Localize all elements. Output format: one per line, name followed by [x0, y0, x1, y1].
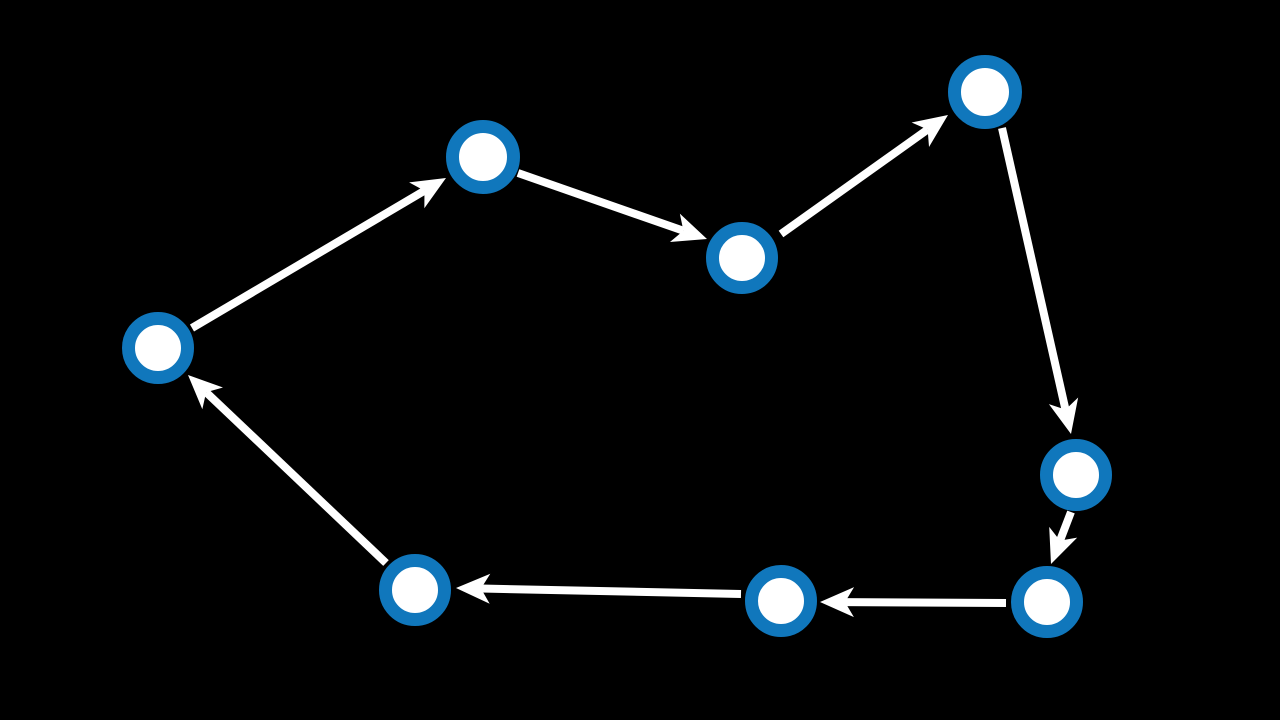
node-circle: [446, 120, 520, 194]
node-circle: [1040, 439, 1112, 511]
edge-arrowhead-icon: [409, 178, 446, 209]
graph-edge-n6-to-n7[interactable]: [820, 587, 1007, 618]
edge-arrowhead-icon: [456, 573, 491, 604]
graph-edge-n3-to-n4[interactable]: [778, 115, 948, 238]
edge-line: [1056, 510, 1075, 543]
graph-edge-n7-to-n8[interactable]: [456, 573, 742, 604]
edge-line: [998, 127, 1070, 411]
graph-edge-n5-to-n6[interactable]: [1049, 510, 1078, 564]
graph-edge-n8-to-n1[interactable]: [188, 375, 389, 566]
edge-arrowhead-icon: [669, 213, 707, 242]
edge-line: [189, 187, 427, 332]
graph-node-n6[interactable]: [1011, 566, 1083, 638]
graph-node-n3[interactable]: [706, 222, 778, 294]
graph-edge-n1-to-n2[interactable]: [189, 178, 446, 332]
node-circle: [745, 565, 817, 637]
graph-node-n8[interactable]: [379, 554, 451, 626]
edge-line: [844, 598, 1007, 607]
edge-arrowhead-icon: [1048, 397, 1079, 434]
node-circle: [379, 554, 451, 626]
graph-edge-n2-to-n3[interactable]: [516, 169, 707, 242]
node-circle: [1011, 566, 1083, 638]
edge-arrowhead-icon: [911, 115, 948, 147]
graph-node-n2[interactable]: [446, 120, 520, 194]
edge-line: [203, 389, 389, 566]
edge-arrowhead-icon: [820, 587, 855, 618]
edge-line: [516, 169, 685, 235]
graph-node-n7[interactable]: [745, 565, 817, 637]
graph-edge-n4-to-n5[interactable]: [998, 127, 1079, 434]
graph-node-n5[interactable]: [1040, 439, 1112, 511]
edge-line: [480, 584, 742, 598]
edge-line: [778, 126, 930, 238]
edge-arrowhead-icon: [188, 375, 223, 410]
edge-arrowhead-icon: [1049, 526, 1078, 564]
node-circle: [122, 312, 194, 384]
graph-node-n1[interactable]: [122, 312, 194, 384]
graph-node-n4[interactable]: [948, 55, 1022, 129]
node-circle: [706, 222, 778, 294]
node-circle: [948, 55, 1022, 129]
edge-layer: [188, 115, 1079, 618]
node-layer: [122, 55, 1112, 638]
